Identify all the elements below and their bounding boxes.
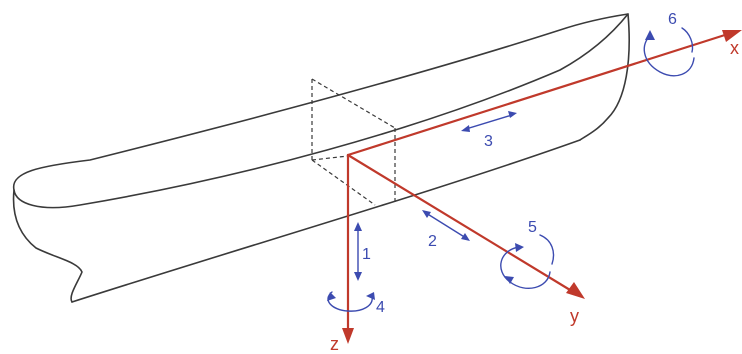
yaw-rotation-arrow: 4 <box>327 291 385 316</box>
z-axis-label: z <box>330 334 339 354</box>
hull-stern <box>12 189 83 303</box>
x-axis <box>346 32 730 157</box>
heave-arrow: 1 <box>354 222 371 281</box>
heave-label: 1 <box>362 246 371 263</box>
hull-deck-outline <box>13 13 629 209</box>
x-axis-arrowhead <box>722 30 742 42</box>
pitch-label: 5 <box>528 219 537 236</box>
pitch-rotation-arrow: 5 <box>500 219 555 290</box>
surge-arrow: 3 <box>461 111 517 150</box>
ship-hull <box>12 13 630 303</box>
midship-section <box>311 78 396 206</box>
hull-bow <box>579 13 630 141</box>
sway-arrow: 2 <box>422 210 470 250</box>
yaw-label: 4 <box>376 299 385 316</box>
sway-label: 2 <box>428 233 437 250</box>
roll-label: 6 <box>668 11 677 28</box>
y-axis <box>346 153 577 295</box>
z-axis-arrowhead <box>342 328 354 344</box>
coordinate-axes: x y z <box>330 30 742 354</box>
x-axis-label: x <box>730 38 739 58</box>
y-axis-label: y <box>570 306 579 326</box>
y-axis-arrowhead <box>566 282 585 299</box>
hull-keel <box>71 139 581 303</box>
surge-label: 3 <box>484 133 493 150</box>
roll-rotation-arrow: 6 <box>643 11 695 77</box>
